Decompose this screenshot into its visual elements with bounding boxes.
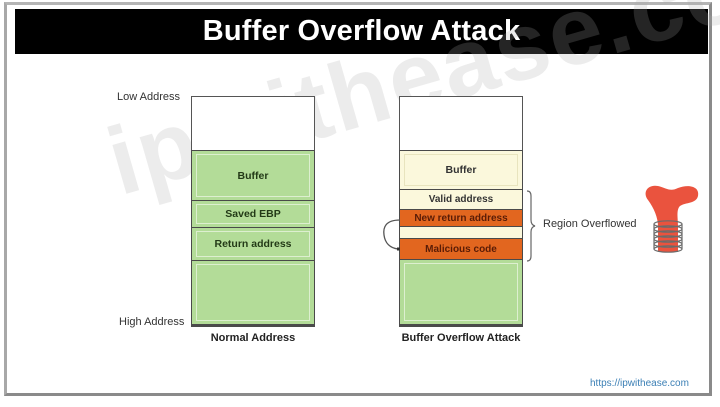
overflowing-spring-icon [645,185,699,253]
attack-stack-new-return-address: New return address [399,209,523,227]
diagram-title-bar: Buffer Overflow Attack [15,9,708,54]
attack-stack: Buffer Valid address New return address … [399,96,523,327]
attack-stack-valid-address: Valid address [399,189,523,210]
attack-stack-bottom-block [399,259,523,327]
buffer-label: Buffer [445,164,477,176]
normal-stack-saved-ebp: Saved EBP [191,200,315,228]
normal-stack-bottom-block [191,260,315,327]
normal-stack-top-block [191,96,315,151]
new-return-address-label: New return address [414,212,508,224]
saved-ebp-label: Saved EBP [225,208,281,220]
region-brace [526,190,536,262]
normal-stack-caption: Normal Address [210,332,296,344]
normal-stack-return-address: Return address [191,227,315,261]
high-address-label: High Address [119,316,185,328]
attack-stack-buffer: Buffer [399,150,523,190]
source-url-link[interactable]: https://ipwithease.com [590,378,689,389]
attack-stack-top-block [399,96,523,151]
attack-stack-malicious-code: Malicious code [399,238,523,260]
curved-arrow-icon [383,219,401,251]
malicious-code-label: Malicious code [425,243,497,255]
normal-stack-buffer: Buffer [191,150,315,201]
diagram-title: Buffer Overflow Attack [202,15,521,47]
diagram-frame [4,2,712,396]
attack-stack-caption: Buffer Overflow Attack [401,332,521,344]
valid-address-label: Valid address [428,194,494,205]
normal-stack: Buffer Saved EBP Return address [191,96,315,327]
return-address-label: Return address [214,238,292,250]
low-address-label: Low Address [117,91,180,103]
buffer-label: Buffer [237,169,269,182]
region-overflowed-label: Region Overflowed [543,218,637,230]
